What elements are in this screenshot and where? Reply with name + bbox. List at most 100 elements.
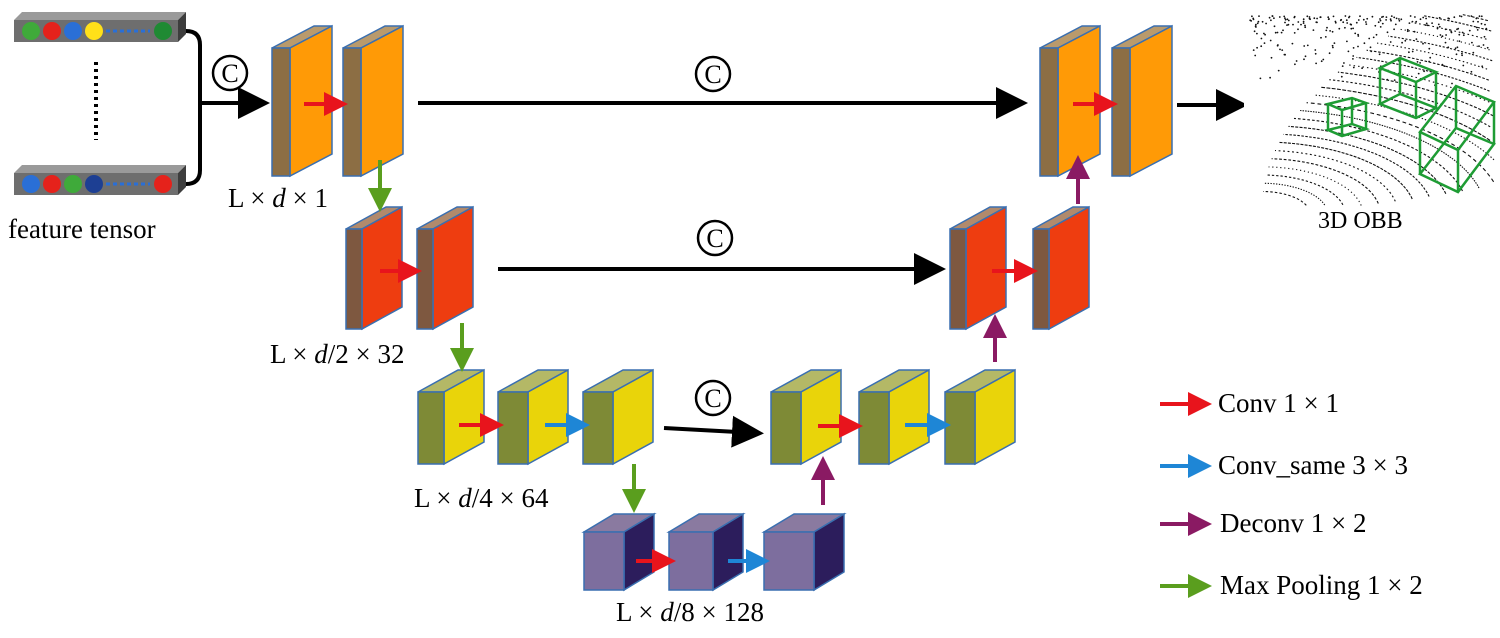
feature-map-block xyxy=(497,368,569,466)
lidar-point xyxy=(1253,30,1256,33)
lidar-point xyxy=(1486,46,1489,49)
lidar-point xyxy=(1282,29,1284,32)
lidar-point xyxy=(1259,77,1262,80)
lidar-point xyxy=(1322,58,1325,61)
lidar-point xyxy=(1415,38,1418,40)
lidar-scan-line xyxy=(1377,42,1488,70)
lidar-point xyxy=(1453,16,1456,19)
lidar-point xyxy=(1276,31,1279,34)
lidar-point xyxy=(1284,53,1286,56)
feature-map-block xyxy=(342,24,404,178)
feature-map-block xyxy=(1111,24,1173,178)
obb-box xyxy=(1324,96,1371,138)
lidar-point xyxy=(1350,27,1353,30)
dim-label-level4: L × d/8 × 128 xyxy=(616,597,764,627)
lidar-point xyxy=(1294,63,1296,66)
lidar-point xyxy=(1417,72,1420,75)
lidar-point xyxy=(1308,17,1311,20)
lidar-point xyxy=(1260,45,1263,48)
dim-label-level2: L × d/2 × 32 xyxy=(270,339,405,369)
lidar-point xyxy=(1333,42,1336,44)
lidar-point xyxy=(1480,22,1483,25)
lidar-point xyxy=(1284,18,1287,21)
lidar-point xyxy=(1390,15,1393,17)
lidar-point xyxy=(1268,16,1271,19)
lidar-point xyxy=(1281,49,1284,51)
lidar-point xyxy=(1357,45,1359,48)
lidar-point xyxy=(1366,17,1369,20)
feature-map-block xyxy=(761,512,847,592)
lidar-point xyxy=(1419,18,1422,21)
svg-text:C: C xyxy=(221,59,238,88)
feature-map-block xyxy=(944,368,1016,466)
lidar-point xyxy=(1401,41,1403,44)
lidar-point xyxy=(1320,60,1323,63)
lidar-point xyxy=(1450,31,1453,34)
lidar-point xyxy=(1414,16,1416,18)
lidar-point xyxy=(1375,33,1378,36)
lidar-point xyxy=(1357,19,1360,21)
lidar-point xyxy=(1374,24,1377,27)
lidar-point xyxy=(1386,31,1389,34)
concat-symbol-input: C xyxy=(211,54,249,92)
lidar-point xyxy=(1292,23,1294,26)
lidar-point xyxy=(1279,48,1281,51)
lidar-point xyxy=(1269,76,1271,79)
lidar-point xyxy=(1264,33,1266,36)
lidar-point xyxy=(1297,21,1300,23)
lidar-point xyxy=(1352,47,1355,49)
lidar-point xyxy=(1406,28,1409,31)
lidar-point xyxy=(1293,16,1296,19)
lidar-point xyxy=(1424,24,1427,26)
lidar-point xyxy=(1461,54,1463,57)
lidar-point xyxy=(1293,32,1296,34)
lidar-point xyxy=(1332,15,1335,18)
lidar-point xyxy=(1325,29,1328,32)
lidar-point xyxy=(1327,18,1330,21)
lidar-point xyxy=(1320,36,1322,39)
lidar-point xyxy=(1462,34,1465,37)
lidar-point xyxy=(1447,46,1450,49)
lidar-point xyxy=(1316,17,1318,20)
lidar-point xyxy=(1441,35,1444,38)
lidar-point xyxy=(1470,70,1473,73)
lidar-point xyxy=(1303,58,1305,61)
lidar-point xyxy=(1408,22,1411,24)
lidar-scan-line xyxy=(1283,133,1430,197)
lidar-point xyxy=(1255,23,1257,26)
lidar-point xyxy=(1357,33,1359,36)
lidar-point xyxy=(1306,15,1309,18)
lidar-point xyxy=(1456,46,1459,49)
lidar-point xyxy=(1372,36,1375,39)
lidar-point xyxy=(1297,28,1299,31)
concat-symbol-level2: C xyxy=(696,219,734,257)
lidar-scan-line xyxy=(1288,125,1447,195)
lidar-point xyxy=(1444,41,1447,44)
lidar-point xyxy=(1260,37,1263,40)
lidar-point xyxy=(1431,22,1433,24)
lidar-point xyxy=(1287,23,1290,26)
lidar-point xyxy=(1251,15,1253,18)
lidar-point xyxy=(1256,46,1258,49)
lidar-scan-line xyxy=(1271,158,1379,204)
lidar-point xyxy=(1441,63,1444,66)
lidar-point xyxy=(1426,24,1429,27)
lidar-point xyxy=(1389,41,1392,43)
lidar-point xyxy=(1355,21,1358,24)
lidar-point xyxy=(1404,39,1407,42)
lidar-point xyxy=(1379,19,1382,22)
svg-text:C: C xyxy=(706,224,723,253)
lidar-point xyxy=(1393,28,1395,31)
lidar-point xyxy=(1422,16,1425,19)
lidar-point xyxy=(1362,18,1365,21)
legend-conv-same-label: Conv_same 3 × 3 xyxy=(1218,450,1408,480)
lidar-point xyxy=(1313,17,1316,20)
lidar-point xyxy=(1365,23,1368,25)
lidar-point xyxy=(1327,16,1330,19)
lidar-point xyxy=(1428,60,1430,63)
lidar-point xyxy=(1437,23,1440,26)
lidar-point xyxy=(1277,44,1279,46)
lidar-point xyxy=(1394,23,1397,26)
lidar-point xyxy=(1381,16,1383,18)
lidar-point xyxy=(1332,46,1334,49)
